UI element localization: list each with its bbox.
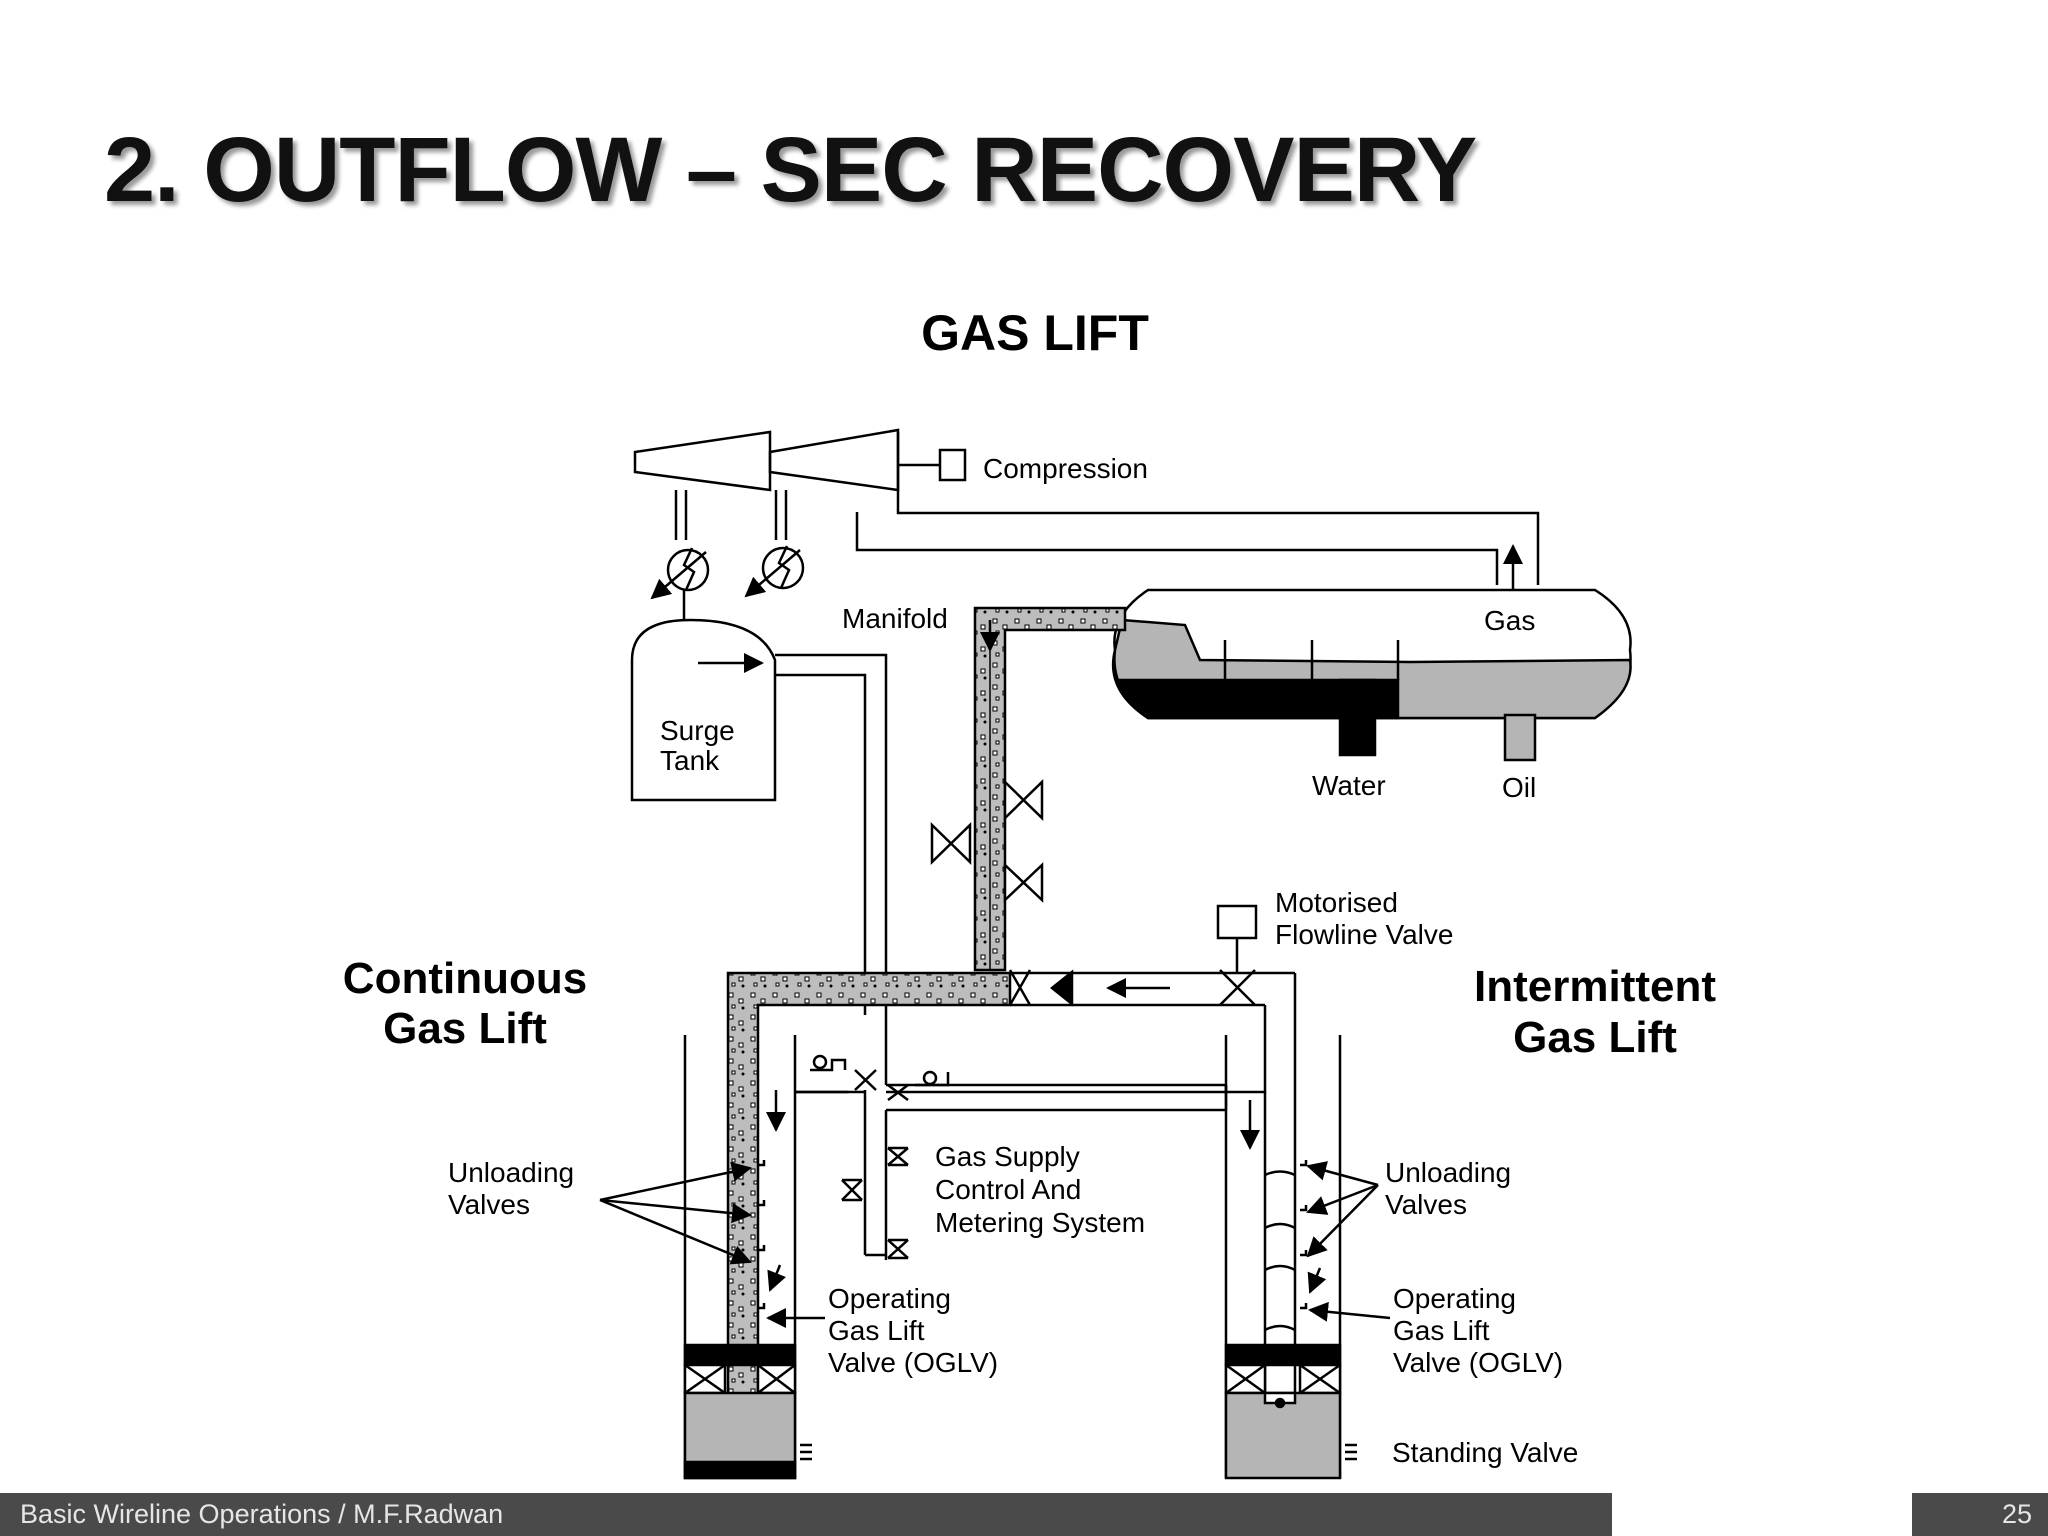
motorised-label: Motorised — [1275, 887, 1398, 918]
surge-label: Surge — [660, 715, 735, 746]
unloading-left-arrows — [599, 1161, 825, 1328]
continuous-subtitle: Gas Lift — [383, 1004, 547, 1053]
gas-supply-label: Gas Supply — [935, 1141, 1080, 1172]
oglv-right-operating: Operating — [1393, 1283, 1516, 1314]
surge-tank — [630, 618, 888, 1085]
intermittent-subtitle: Gas Lift — [1513, 1013, 1677, 1062]
compressor-stages — [633, 428, 967, 620]
compression-label: Compression — [983, 453, 1148, 484]
page-number-box: 25 — [1912, 1493, 2048, 1536]
page-number: 25 — [2001, 1499, 2032, 1529]
intermittent-gas-lift-well — [1224, 1035, 1357, 1480]
gas-supply-lines — [795, 1054, 1228, 1260]
tank-label: Tank — [660, 745, 720, 776]
manifold-riser — [973, 606, 1127, 972]
continuous-title: Continuous — [343, 954, 587, 1003]
intermittent-title: Intermittent — [1474, 962, 1716, 1011]
unloading-left-label: Unloading — [448, 1157, 574, 1188]
oglv-right-valve: Valve (OGLV) — [1393, 1347, 1563, 1378]
manifold-label: Manifold — [842, 603, 948, 634]
oglv-left-gas-lift: Gas Lift — [828, 1315, 925, 1346]
oglv-left-valve: Valve (OGLV) — [828, 1347, 998, 1378]
valves-left-label: Valves — [448, 1189, 530, 1220]
footer-text: Basic Wireline Operations / M.F.Radwan — [20, 1499, 504, 1529]
oglv-left-operating: Operating — [828, 1283, 951, 1314]
gas-label: Gas — [1484, 605, 1535, 636]
gas-return-lines — [855, 432, 1540, 585]
continuous-gas-lift-well — [683, 1035, 865, 1480]
control-and-label: Control And — [935, 1174, 1081, 1205]
water-label: Water — [1312, 770, 1386, 801]
metering-system-label: Metering System — [935, 1207, 1145, 1238]
slide-title: 2. OUTFLOW – SEC RECOVERY — [104, 119, 1477, 221]
diagram-heading: GAS LIFT — [921, 305, 1149, 361]
manifold-valves — [930, 779, 1044, 903]
unloading-right-arrows — [1306, 1161, 1391, 1322]
unloading-right-label: Unloading — [1385, 1157, 1511, 1188]
valves-right-label: Valves — [1385, 1189, 1467, 1220]
flowline-valve-label: Flowline Valve — [1275, 919, 1453, 950]
gas-lift-diagram: GAS LIFT Compression Surge Tank — [343, 305, 1716, 1480]
footer-bar: Basic Wireline Operations / M.F.Radwan — [0, 1493, 1612, 1536]
oil-label: Oil — [1502, 772, 1536, 803]
oglv-right-gas-lift: Gas Lift — [1393, 1315, 1490, 1346]
standing-valve-label: Standing Valve — [1392, 1437, 1578, 1468]
separator-vessel — [1111, 588, 1632, 762]
